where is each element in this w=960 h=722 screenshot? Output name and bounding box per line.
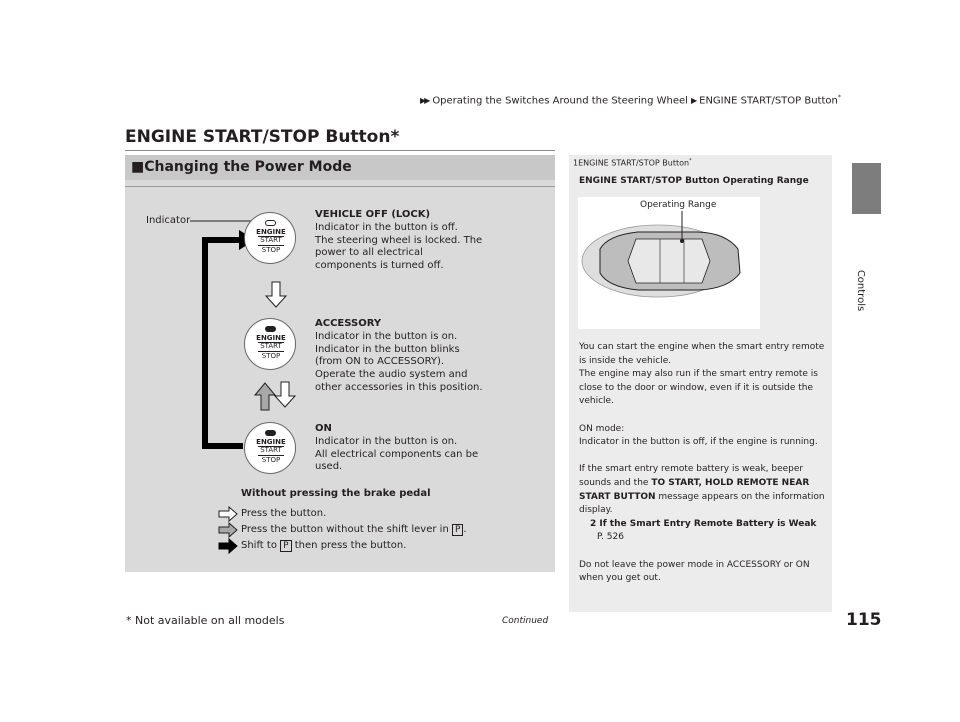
operating-range-label: Operating Range xyxy=(640,200,717,210)
footnote-mark: * xyxy=(837,94,841,101)
legend-arrows xyxy=(218,505,238,555)
note-paragraph: The engine may also run if the smart ent… xyxy=(579,369,818,407)
reference-arrow-icon: 2 xyxy=(590,518,597,529)
continued-label: Continued xyxy=(502,616,549,626)
square-bullet-icon: ■ xyxy=(131,159,145,175)
indicator-label: Indicator xyxy=(146,215,191,226)
page-title: ENGINE START/STOP Button* xyxy=(125,127,400,147)
footnote: * Not available on all models xyxy=(126,614,285,627)
cross-reference-link[interactable]: 2 If the Smart Entry Remote Battery is W… xyxy=(590,518,817,529)
cross-reference-page[interactable]: P. 526 xyxy=(597,532,624,543)
power-mode-panel xyxy=(125,155,555,572)
hatched-arrow-icon xyxy=(218,521,238,539)
solid-arrow-icon xyxy=(218,537,238,555)
indicator-on-icon xyxy=(265,430,276,436)
note-paragraph: Do not leave the power mode in ACCESSORY… xyxy=(579,559,810,584)
chapter-tab xyxy=(852,163,881,214)
mode-cycle-diagram xyxy=(202,230,297,449)
legend-item-press-not-p: Press the button without the shift lever… xyxy=(241,524,467,536)
footnote-mark: * xyxy=(390,127,400,147)
note-paragraph: You can start the engine when the smart … xyxy=(579,342,825,366)
title-divider xyxy=(125,150,555,151)
engine-start-stop-button-on: ENGINE START STOP xyxy=(244,422,296,474)
down-arrow-icon xyxy=(264,281,288,308)
chapter-label[interactable]: Controls xyxy=(855,269,867,312)
indicator-off-icon xyxy=(265,220,276,226)
engine-start-stop-button-off: ENGINE START STOP xyxy=(244,212,296,264)
mode-off-description: VEHICLE OFF (LOCK) Indicator in the butt… xyxy=(315,209,483,272)
shift-p-badge: P xyxy=(451,524,464,536)
section-header xyxy=(125,155,555,180)
breadcrumb-arrow-icon: ▶ xyxy=(690,96,697,106)
note-paragraph: If the smart entry remote battery is wea… xyxy=(579,464,825,516)
breadcrumb: ▶▶Operating the Switches Around the Stee… xyxy=(420,94,841,106)
indicator-on-icon xyxy=(265,326,276,332)
outline-arrow-icon xyxy=(218,505,238,523)
legend-heading: Without pressing the brake pedal xyxy=(241,488,431,499)
note-reference: 1ENGINE START/STOP Button* xyxy=(573,158,692,168)
mode-accessory-description: ACCESSORY Indicator in the button is on.… xyxy=(315,318,483,393)
note-subheading: ENGINE START/STOP Button Operating Range xyxy=(579,176,809,186)
down-arrow-icon xyxy=(273,381,297,408)
note-paragraph: ON mode:Indicator in the button is off, … xyxy=(579,423,818,448)
car-top-view-illustration xyxy=(581,211,741,298)
note-body: You can start the engine when the smart … xyxy=(579,341,829,599)
breadcrumb-item[interactable]: Operating the Switches Around the Steeri… xyxy=(432,95,688,107)
section-divider xyxy=(125,186,555,187)
page-number: 115 xyxy=(846,610,882,630)
cycle-bracket xyxy=(202,237,243,449)
engine-start-stop-button-accessory: ENGINE START STOP xyxy=(244,318,296,370)
car-cabin xyxy=(627,238,711,284)
reference-mark-icon: 1 xyxy=(573,158,579,168)
breadcrumb-item[interactable]: ENGINE START/STOP Button xyxy=(699,95,838,107)
legend-item-shift-to-p: Shift to P then press the button. xyxy=(241,540,407,552)
section-title: ■Changing the Power Mode xyxy=(131,159,352,175)
legend-item-press: Press the button. xyxy=(241,508,327,519)
mode-on-description: ON Indicator in the button is on. All el… xyxy=(315,423,479,473)
shift-p-badge: P xyxy=(280,540,292,552)
breadcrumb-arrow-icon: ▶▶ xyxy=(420,96,430,106)
operating-range-figure xyxy=(578,197,760,329)
up-arrow-icon xyxy=(253,382,277,411)
